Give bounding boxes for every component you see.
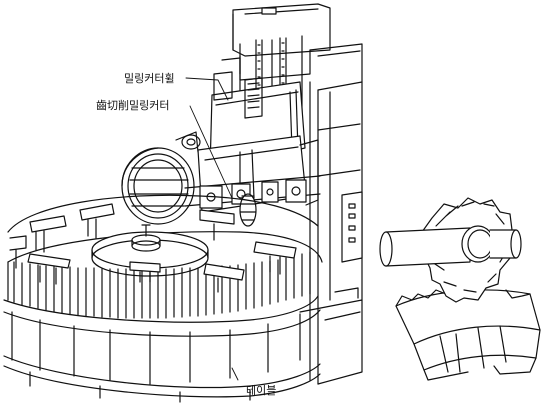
label-gear-cutting-milling-cutter: 齒切削밀링커터: [96, 99, 170, 112]
detail-cutter-gear: [379, 197, 541, 381]
rotary-table: [3, 194, 323, 403]
cutter-head: [175, 57, 319, 213]
leader-lines: [185, 77, 239, 381]
label-milling-cutter-shaft: 밀링커터휠: [124, 72, 175, 85]
label-table: 테이블: [246, 384, 277, 397]
